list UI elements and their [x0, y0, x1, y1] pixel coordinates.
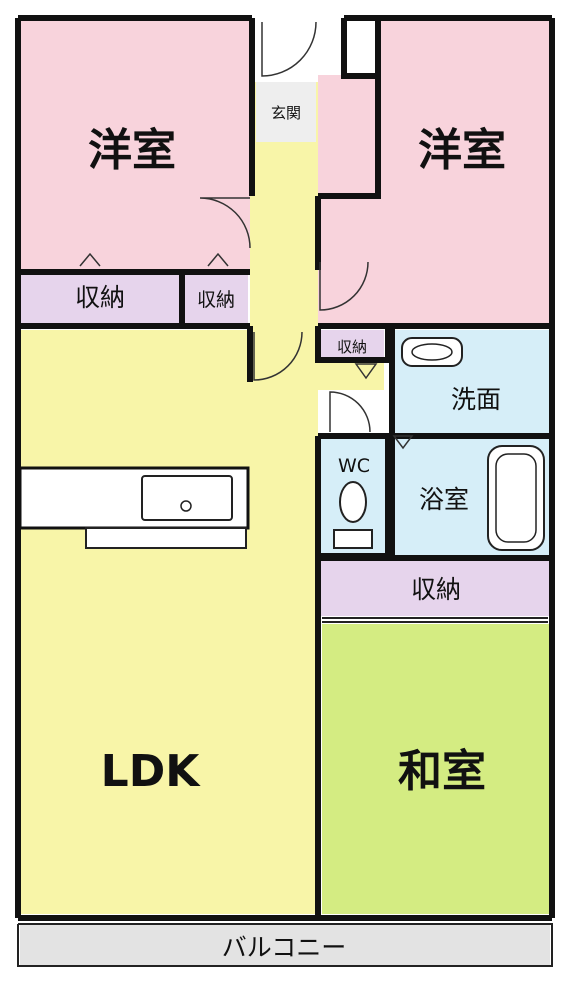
balcony[interactable]	[20, 924, 550, 966]
bathtub	[487, 445, 545, 551]
counter-ledge	[85, 527, 247, 549]
label-storage-left: 収納	[75, 283, 125, 312]
sink-drain	[180, 500, 192, 512]
label-japanese-room: 和室	[398, 746, 486, 797]
label-western-room-right: 洋室	[418, 125, 506, 176]
hall-storage-wall	[315, 326, 391, 363]
entry-notch	[318, 20, 378, 75]
entry-wall	[341, 18, 381, 79]
ldk-door	[253, 331, 303, 381]
storage-left[interactable]	[20, 274, 180, 324]
kitchen-sink	[141, 475, 233, 521]
label-storage-hall: 収納	[337, 338, 367, 356]
label-western-room-left: 洋室	[88, 125, 176, 176]
entrance-door-swing	[261, 21, 317, 77]
left-room-door	[199, 197, 251, 249]
right-room-door	[319, 261, 369, 311]
toilet-tank	[333, 529, 373, 549]
storage-left-marker	[79, 252, 101, 267]
label-toilet: WC	[338, 455, 370, 477]
label-washroom: 洗面	[451, 385, 501, 414]
storage-small-marker	[207, 252, 229, 267]
right-room-wall	[318, 76, 381, 199]
label-bathroom: 浴室	[419, 485, 469, 514]
balcony-rail	[17, 923, 553, 967]
toilet-bowl	[339, 481, 367, 523]
storage-japanese[interactable]	[318, 560, 550, 616]
label-entrance: 玄関	[271, 104, 301, 122]
label-ldk: LDK	[101, 746, 202, 797]
storage-hall[interactable]	[318, 330, 384, 360]
wash-basin	[401, 337, 463, 367]
label-balcony: バルコニー	[222, 933, 347, 962]
storage-small[interactable]	[184, 274, 248, 324]
basin-bowl	[411, 343, 453, 361]
japanese-room[interactable]	[322, 624, 550, 914]
washroom-door	[392, 435, 414, 450]
hallway[interactable]	[250, 82, 318, 330]
label-storage-small: 収納	[197, 289, 235, 311]
hall-storage-marker	[354, 363, 378, 380]
bathtub-inner	[495, 453, 537, 543]
label-storage-japanese: 収納	[411, 575, 461, 604]
entrance-area[interactable]	[256, 82, 316, 142]
toilet-door	[329, 391, 371, 433]
western-room-left[interactable]	[20, 20, 250, 270]
